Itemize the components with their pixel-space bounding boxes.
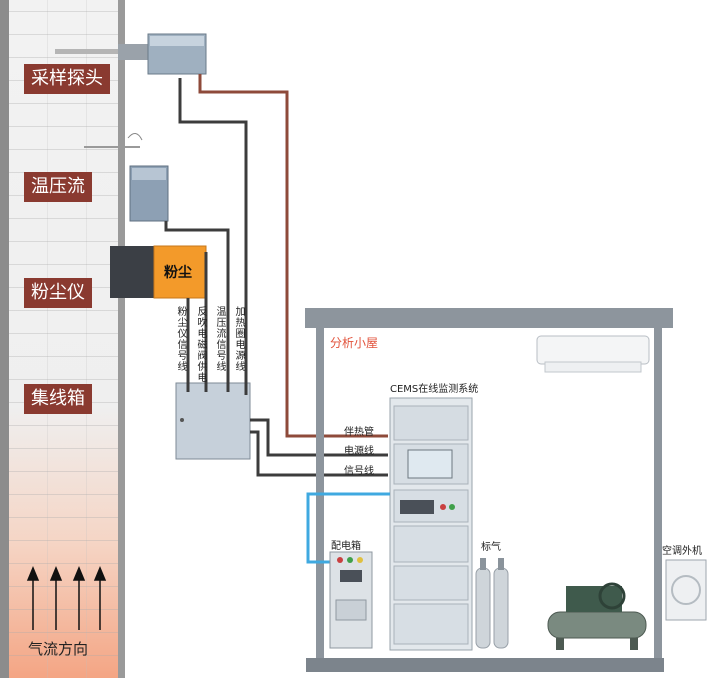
label-sampling-probe: 采样探头 [24, 64, 110, 94]
cable-label-heater-power: 加热圈电源线 [233, 306, 244, 372]
label-temp-pressure-flow: 温压流 [24, 172, 92, 202]
label-airflow-direction: 气流方向 [28, 640, 89, 658]
distribution-box-label: 配电箱 [331, 541, 361, 552]
cems-title: CEMS在线监测系统 [390, 384, 479, 395]
label-junction-box: 集线箱 [24, 384, 92, 414]
signal-line-label: 信号线 [344, 466, 374, 477]
cable-label-dust-signal: 粉尘仪信号线 [175, 306, 186, 372]
chimney-left-edge [0, 0, 9, 678]
house-title: 分析小屋 [330, 336, 379, 350]
chimney-stack [9, 0, 125, 678]
house-right-wall [654, 328, 662, 660]
cems-display [407, 449, 453, 479]
label-dust-meter: 粉尘仪 [24, 278, 92, 308]
gas-cylinder-2 [493, 567, 509, 649]
dust-meter-body [110, 246, 154, 298]
house-floor [306, 658, 664, 672]
gas-cylinder-1 [475, 567, 491, 649]
power-line-label: 电源线 [344, 446, 374, 457]
standard-gas-label: 标气 [481, 542, 501, 553]
air-compressor-tank [547, 611, 647, 639]
power-line [250, 418, 388, 457]
cable-label-blowback-power: 反吹电磁阀供电 [195, 306, 206, 383]
ac-outdoor-label: 空调外机 [662, 546, 702, 557]
cable-label-tpf-signal: 温压流信号线 [214, 306, 225, 372]
ac-indoor-unit [536, 335, 650, 365]
dust-meter-orange-box [153, 245, 207, 299]
probe-rod [55, 49, 135, 54]
chimney-right-edge [118, 0, 125, 678]
heat-trace-label: 伴热管 [344, 427, 374, 438]
blue-connection-line [306, 492, 390, 564]
house-roof [305, 308, 673, 328]
dust-device-label: 粉尘 [164, 265, 192, 281]
junction-box [175, 382, 251, 460]
probe-flange [118, 44, 148, 60]
cable-tpf-signal [164, 221, 230, 392]
cems-control-panel [400, 500, 434, 514]
cable-heater-power [178, 78, 248, 395]
